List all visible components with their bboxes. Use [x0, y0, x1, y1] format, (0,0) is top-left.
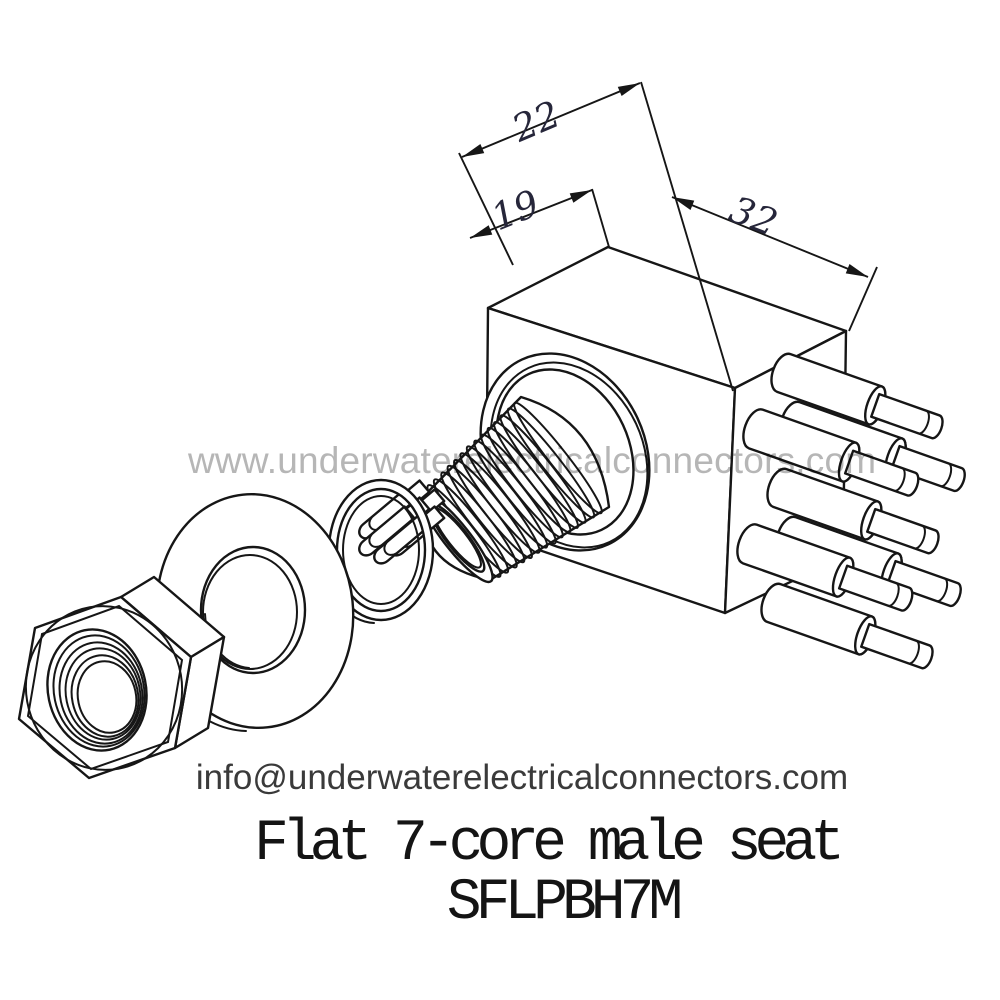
barrel-thread-coils	[426, 401, 603, 578]
hex-nut	[17, 575, 226, 780]
dimension-label-19: 19	[485, 182, 545, 240]
pin-contacts-cluster	[358, 479, 446, 565]
solder-pin	[766, 467, 940, 555]
dimension-label-22: 22	[505, 93, 566, 151]
solder-pin	[736, 523, 914, 612]
nut-threaded-hole	[46, 628, 148, 752]
rear-solder-pins	[736, 352, 966, 670]
watermark-url: www.underwaterelectricalconnectors.com	[188, 440, 877, 481]
solder-pin	[760, 582, 934, 670]
extension-line-right-19	[591, 188, 610, 248]
dimension-line-19	[469, 189, 593, 239]
dimension-line-32	[671, 196, 869, 278]
extension-line-32	[848, 266, 878, 332]
model-number: SFLPBH7M	[446, 871, 683, 936]
dimension-label-32: 32	[724, 188, 783, 245]
dimension-line-22	[461, 82, 641, 158]
product-title: Flat 7-core male seat	[254, 812, 845, 877]
solder-pin	[742, 408, 920, 497]
contact-email: info@underwaterelectricalconnectors.com	[195, 758, 849, 797]
solder-pin	[770, 352, 944, 440]
